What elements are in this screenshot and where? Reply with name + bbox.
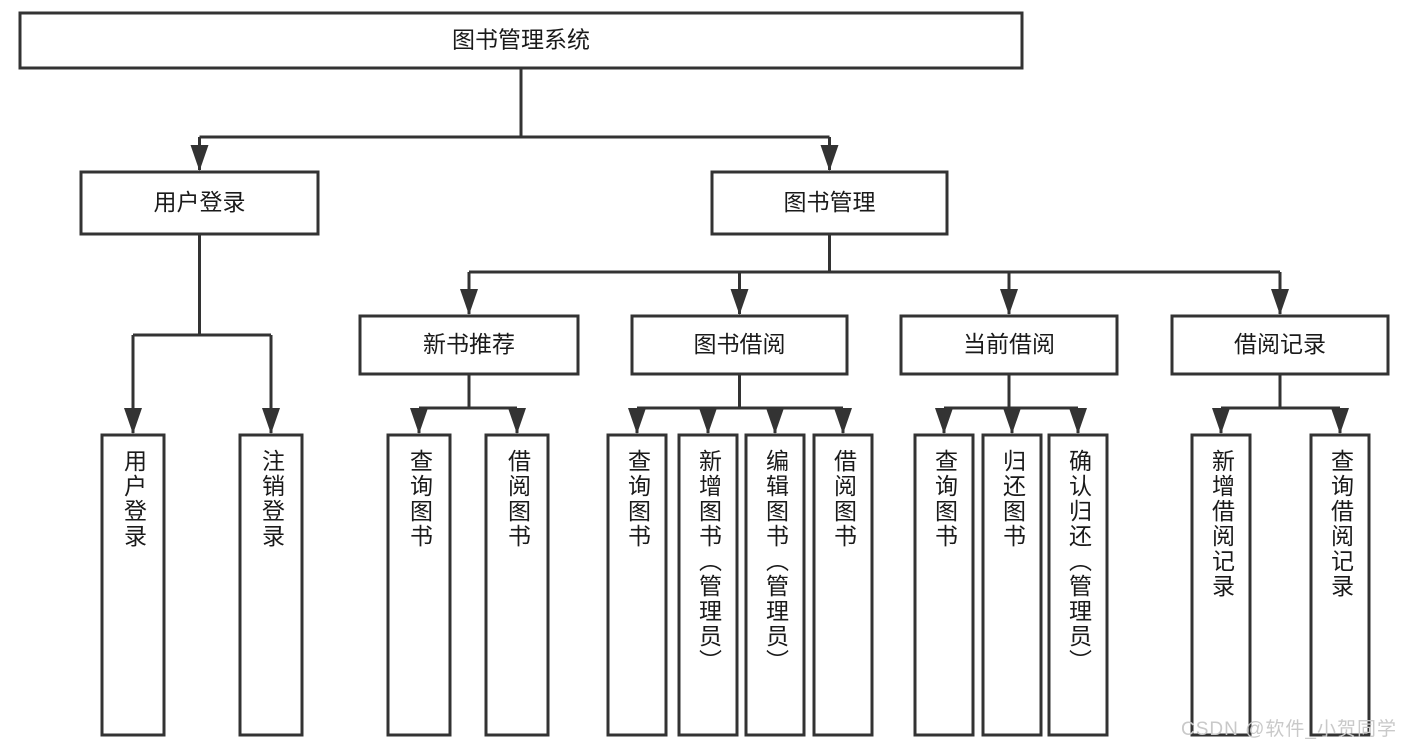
node-box[interactable] bbox=[981, 433, 1043, 737]
node-box[interactable] bbox=[79, 170, 320, 236]
leaf-node-3[interactable] bbox=[484, 433, 550, 737]
node-label: 当前借阅 bbox=[963, 331, 1055, 357]
leaf-node-9[interactable] bbox=[981, 433, 1043, 737]
arrow-head-down bbox=[628, 408, 646, 434]
level2-node-2[interactable]: 当前借阅 bbox=[899, 314, 1119, 376]
leaf-node-1[interactable] bbox=[238, 433, 304, 737]
node-box[interactable] bbox=[238, 433, 304, 737]
root-node[interactable]: 图书管理系统 bbox=[18, 11, 1024, 70]
node-label: 图书管理 bbox=[784, 189, 876, 215]
arrow-head-down bbox=[262, 408, 280, 434]
arrow-head-down bbox=[1003, 408, 1021, 434]
node-box[interactable] bbox=[1190, 433, 1252, 737]
leaf-node-4[interactable] bbox=[606, 433, 668, 737]
arrow-head-down bbox=[699, 408, 717, 434]
leaf-node-6[interactable] bbox=[744, 433, 806, 737]
node-label: 图书借阅 bbox=[694, 331, 786, 357]
leaf-node-8[interactable] bbox=[913, 433, 975, 737]
node-box[interactable] bbox=[1047, 433, 1109, 737]
node-box[interactable] bbox=[899, 314, 1119, 376]
watermark-text: CSDN @软件_小贺同学 bbox=[1181, 719, 1397, 740]
connector-group bbox=[628, 374, 852, 434]
node-label: 用户登录 bbox=[154, 189, 246, 215]
arrow-head-down bbox=[1212, 408, 1230, 434]
arrow-head-down bbox=[766, 408, 784, 434]
node-box[interactable] bbox=[913, 433, 975, 737]
arrow-head-down bbox=[1000, 289, 1018, 315]
connector-group bbox=[935, 374, 1087, 434]
arrow-head-down bbox=[1271, 289, 1289, 315]
arrow-head-down bbox=[460, 289, 478, 315]
arrow-head-down bbox=[1069, 408, 1087, 434]
arrow-head-down bbox=[508, 408, 526, 434]
node-box[interactable] bbox=[744, 433, 806, 737]
connector-group bbox=[460, 234, 1289, 315]
arrow-head-down bbox=[190, 145, 209, 171]
node-box[interactable] bbox=[386, 433, 452, 737]
node-box[interactable] bbox=[358, 314, 580, 376]
node-label: 新书推荐 bbox=[423, 331, 515, 357]
arrow-head-down bbox=[730, 289, 749, 315]
arrow-head-down bbox=[1331, 408, 1349, 434]
leaf-node-2[interactable] bbox=[386, 433, 452, 737]
connector-group bbox=[124, 234, 280, 434]
node-box[interactable] bbox=[677, 433, 739, 737]
leaf-node-10[interactable] bbox=[1047, 433, 1109, 737]
leaf-node-0[interactable] bbox=[100, 433, 166, 737]
level1-node-1[interactable]: 图书管理 bbox=[710, 170, 949, 236]
node-label: 图书管理系统 bbox=[452, 27, 590, 53]
node-label: 借阅记录 bbox=[1234, 331, 1326, 357]
level2-node-0[interactable]: 新书推荐 bbox=[358, 314, 580, 376]
arrow-head-down bbox=[820, 145, 839, 171]
arrow-head-down bbox=[124, 408, 142, 434]
arrow-head-down bbox=[935, 408, 953, 434]
arrow-head-down bbox=[410, 408, 428, 434]
node-box[interactable] bbox=[630, 314, 849, 376]
node-box[interactable] bbox=[484, 433, 550, 737]
node-box[interactable] bbox=[812, 433, 874, 737]
arrow-head-down bbox=[834, 408, 852, 434]
connector-group bbox=[1212, 374, 1349, 434]
node-box[interactable] bbox=[1309, 433, 1371, 737]
node-box[interactable] bbox=[606, 433, 668, 737]
node-box[interactable] bbox=[710, 170, 949, 236]
connector-group bbox=[190, 68, 839, 171]
node-box[interactable] bbox=[100, 433, 166, 737]
level2-node-3[interactable]: 借阅记录 bbox=[1170, 314, 1390, 376]
node-box[interactable] bbox=[18, 11, 1024, 70]
leaf-node-12[interactable] bbox=[1309, 433, 1371, 737]
leaf-node-7[interactable] bbox=[812, 433, 874, 737]
leaf-node-5[interactable] bbox=[677, 433, 739, 737]
connector-group bbox=[410, 374, 526, 434]
level1-node-0[interactable]: 用户登录 bbox=[79, 170, 320, 236]
leaf-node-11[interactable] bbox=[1190, 433, 1252, 737]
node-box[interactable] bbox=[1170, 314, 1390, 376]
level2-node-1[interactable]: 图书借阅 bbox=[630, 314, 849, 376]
